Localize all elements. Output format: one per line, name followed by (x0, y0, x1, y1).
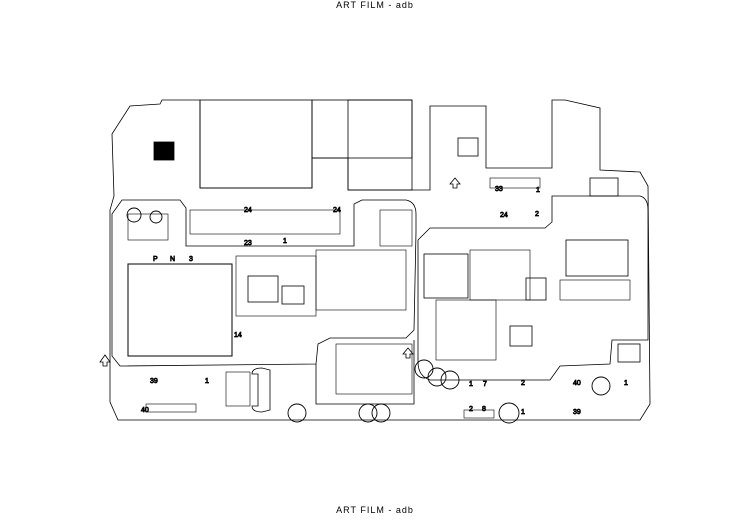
label-1b: 1 (536, 187, 540, 194)
ic-mid-1 (247, 275, 279, 303)
label-8: 8 (482, 406, 486, 413)
ic-top-1 (457, 137, 479, 157)
label-1c: 1 (205, 378, 209, 385)
arrow-bottom (402, 347, 414, 359)
component-clusters (127, 177, 631, 419)
ic-right-1 (423, 253, 469, 299)
label-33: 33 (495, 186, 503, 193)
ic-mid-3 (509, 325, 533, 347)
shield-cavity-left (199, 99, 313, 189)
label-2c: 2 (469, 406, 473, 413)
label-1d: 1 (469, 381, 473, 388)
label-1f: 1 (624, 380, 628, 387)
label-39b: 39 (573, 409, 581, 416)
film-title-bottom: ART FILM - adb (336, 505, 414, 515)
label-7: 7 (483, 381, 487, 388)
test-pads (126, 207, 611, 424)
ic-mid-4 (153, 141, 175, 161)
label-2b: 2 (521, 380, 525, 387)
connector-u (251, 367, 271, 413)
ic-mid-6 (525, 277, 547, 301)
label-14: 14 (234, 332, 242, 339)
label-24a: 24 (244, 207, 252, 214)
label-39a: 39 (150, 378, 158, 385)
arrow-left (99, 354, 111, 367)
label-40b: 40 (573, 380, 581, 387)
label-40a: 40 (141, 407, 149, 414)
label-3: 3 (189, 256, 193, 263)
label-1e: 1 (521, 409, 525, 416)
left-shield-frame (111, 199, 417, 367)
label-2a: 2 (535, 211, 539, 218)
label-n: N (170, 256, 175, 263)
ic-mid-2 (281, 285, 305, 305)
label-23: 23 (244, 240, 252, 247)
label-24c: 24 (500, 212, 508, 219)
label-24b: 24 (333, 207, 341, 214)
label-1a: 1 (283, 238, 287, 245)
right-shield-frame (417, 195, 649, 381)
main-soc (127, 263, 233, 357)
arrow-top (449, 177, 461, 189)
film-title-top: ART FILM - adb (336, 0, 414, 10)
label-p: P (153, 256, 158, 263)
shield-cavity-mid (311, 99, 413, 159)
shield-cavity-right (347, 99, 413, 191)
bottom-frame (315, 340, 415, 405)
ic-top-2 (589, 177, 619, 197)
ic-mid-5 (617, 343, 641, 363)
ic-right-2 (565, 239, 629, 277)
